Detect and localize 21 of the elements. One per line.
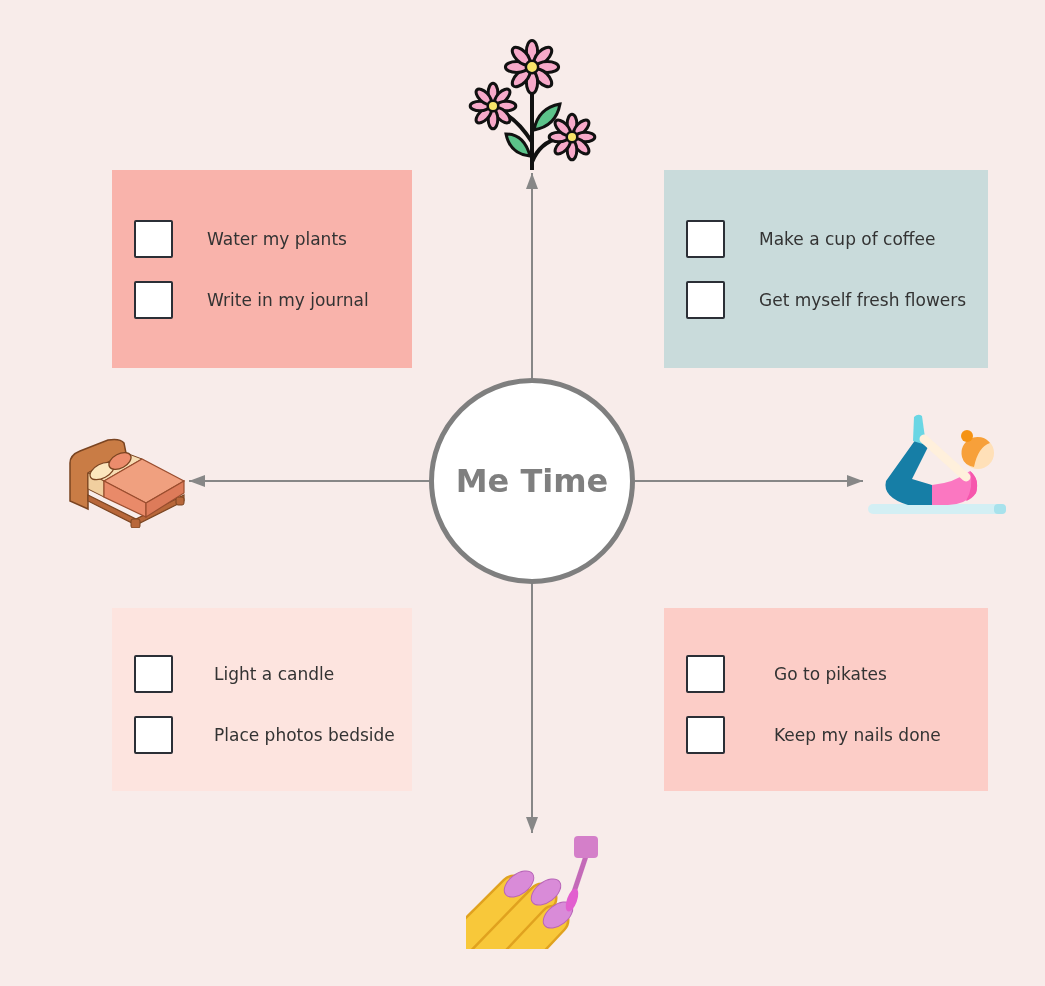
flowers-illustration [468, 38, 598, 170]
arrow [634, 475, 864, 487]
bed-illustration [68, 437, 186, 528]
task-text: Light a candle [214, 664, 335, 684]
yoga-illustration [866, 413, 1008, 515]
arrow [526, 583, 538, 834]
task-text: Make a cup of coffee [759, 229, 936, 249]
task-card [112, 608, 412, 791]
task-text: Water my plants [207, 229, 347, 249]
task-text: Keep my nails done [774, 725, 941, 745]
task-card [664, 170, 988, 368]
task-text: Write in my journal [207, 290, 369, 310]
task-card [112, 170, 412, 368]
arrow [526, 172, 538, 379]
task-text: Get myself fresh flowers [759, 290, 967, 310]
topic-title: Me Time [455, 462, 609, 500]
task-text: Go to pikates [774, 664, 887, 684]
nail-polish-illustration [466, 836, 598, 949]
task-text: Place photos bedside [214, 725, 395, 745]
arrow [188, 475, 430, 487]
task-card [664, 608, 988, 791]
